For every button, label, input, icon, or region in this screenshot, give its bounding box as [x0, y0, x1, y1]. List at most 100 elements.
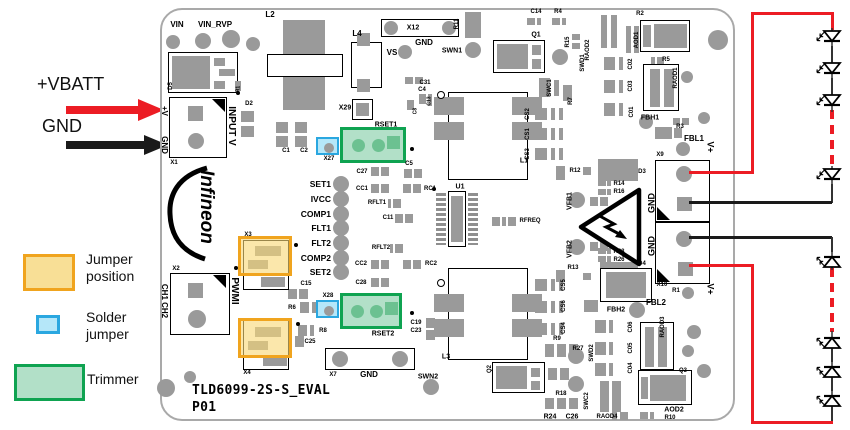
- silk-label-cc1: CC1: [355, 186, 369, 192]
- silk-label-c23: C23: [410, 328, 422, 334]
- silk-label-c14: C14: [530, 9, 542, 15]
- silk-label-ch1-ch2: CH1 CH2: [160, 283, 169, 319]
- pcb-pad: [531, 368, 540, 377]
- pcb-pad: [619, 103, 623, 116]
- pcb-pad-circle: [676, 166, 692, 182]
- pcb-pad-circle: [392, 351, 408, 367]
- pcb-pad: [390, 244, 393, 253]
- silk-label-rflt1: RFLT1: [367, 200, 387, 206]
- silk-label-rfreq: RFREQ: [519, 218, 541, 224]
- test-point-label-flt1: FLT1: [311, 223, 331, 233]
- pcb-pad: [451, 196, 463, 242]
- silk-label-r26: R26: [613, 257, 625, 263]
- silk-label-l3: L3: [441, 353, 451, 361]
- pcb-pad: [535, 148, 547, 160]
- pcb-pad: [235, 81, 241, 91]
- pcb-pad: [381, 260, 389, 269]
- pcb-pad: [559, 323, 563, 335]
- pcb-pad-circle: [708, 30, 728, 50]
- silk-label-cs1: CS1: [525, 128, 531, 140]
- pcb-pad: [300, 302, 309, 313]
- silk-label-cs4: CS4: [561, 322, 567, 334]
- pcb-pad: [357, 79, 370, 92]
- pcb-pad-circle: [569, 192, 585, 208]
- silk-label-vfb2: VFB2: [566, 240, 574, 258]
- pcb-pad: [439, 320, 447, 335]
- pcb-pad: [643, 25, 651, 47]
- pcb-pad: [434, 122, 464, 140]
- pcb-pad: [612, 381, 621, 412]
- pcb-component-outline: [267, 54, 343, 77]
- test-point-flt2: [333, 235, 349, 251]
- pcb-pad: [545, 344, 554, 357]
- pcb-pad: [595, 342, 606, 355]
- silk-label-r10: R10: [664, 415, 676, 421]
- connector-notch: [213, 275, 226, 288]
- trimmer-pad: [385, 302, 398, 315]
- pcb-pad: [527, 18, 535, 25]
- pcb-pad: [584, 300, 598, 312]
- pcb-pad: [537, 18, 541, 25]
- silk-label-c19: C19: [410, 320, 422, 326]
- connector-notch: [212, 99, 225, 112]
- test-point-flt1: [333, 220, 349, 236]
- pcb-pad-circle: [676, 142, 690, 156]
- silk-label-swn2: SWN2: [417, 373, 439, 381]
- pcb-pad: [604, 80, 615, 93]
- legend-jumper-swatch: [23, 254, 75, 291]
- trimmer-pad: [352, 139, 365, 152]
- pcb-pad: [403, 260, 411, 269]
- trimmer-rset2: [340, 293, 402, 329]
- silk-label-x7: X7: [329, 372, 337, 378]
- silk-label-swc1: SWC1: [547, 79, 553, 97]
- pcb-pad-circle: [195, 33, 211, 49]
- trimmer-pad: [372, 139, 385, 152]
- pcb-pad: [650, 375, 686, 401]
- silk-label-r9: R9: [553, 336, 561, 342]
- silk-label-r12: R12: [569, 168, 581, 174]
- pcb-pad: [598, 256, 606, 262]
- pcb-pad: [535, 279, 547, 291]
- infineon-logo-text: Infineon: [196, 170, 217, 244]
- led-link-wire: [831, 349, 833, 362]
- pcb-pad: [626, 26, 631, 53]
- pcb-pad: [651, 57, 655, 64]
- board-title: TLD6099-2S-S_EVAL P01: [192, 383, 330, 417]
- led-link-wire: [831, 237, 833, 252]
- silk-label-r2: R2: [636, 11, 644, 17]
- silk-label-c01: C01: [629, 106, 635, 118]
- test-point-label-set2: SET2: [309, 267, 331, 277]
- pin1-dot: [410, 311, 414, 315]
- vplus-wire: [753, 421, 833, 424]
- trimmer-pad: [351, 305, 364, 318]
- pcb-pad: [641, 377, 648, 399]
- pcb-pad: [572, 34, 580, 40]
- silk-label-fbh1: FBH1: [640, 114, 660, 122]
- pcb-pad: [419, 94, 426, 104]
- silk-label-r5: R5: [662, 57, 670, 63]
- pcb-pad: [532, 45, 541, 55]
- pcb-via-ring: [437, 279, 445, 287]
- test-point-label-comp1: COMP1: [300, 209, 331, 219]
- pcb-pad: [381, 167, 389, 176]
- pcb-pad: [508, 217, 516, 226]
- test-point-label-flt2: FLT2: [311, 238, 331, 248]
- pcb-pad: [539, 78, 550, 97]
- silk-label-pwmi: PWMI: [229, 277, 240, 305]
- pcb-pad: [283, 77, 325, 110]
- pin1-dot: [236, 91, 240, 95]
- dashed-continuation-wire: [830, 268, 834, 332]
- pin1-dot: [296, 322, 300, 326]
- silk-label-cs6: CS6: [561, 300, 567, 312]
- silk-label-l4: L4: [352, 29, 362, 38]
- silk-label-vin: VIN: [170, 20, 184, 29]
- silk-label-r11: R11: [454, 18, 460, 30]
- pcb-pad: [673, 118, 680, 125]
- silk-label-r4: R4: [554, 9, 562, 15]
- pcb-pad: [413, 184, 421, 193]
- led-link-wire: [831, 378, 833, 391]
- pcb-pad-circle: [157, 379, 175, 397]
- connector-notch: [657, 269, 670, 282]
- pcb-pad-circle: [384, 21, 398, 35]
- ic-pin-row: [468, 193, 478, 245]
